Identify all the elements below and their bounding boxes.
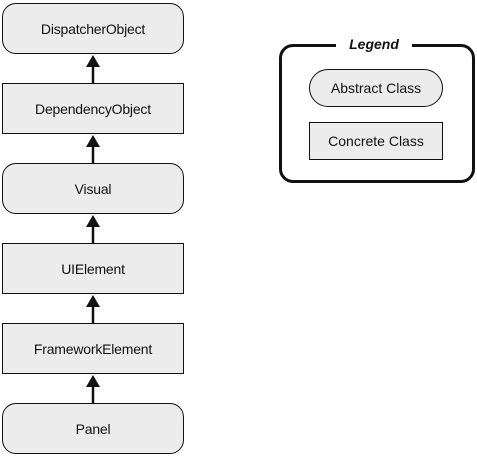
inheritance-arrow [86,135,100,163]
inheritance-arrow [86,55,100,83]
node-label: FrameworkElement [33,340,153,357]
legend-box [279,44,475,183]
legend-abstract-label: Abstract Class [330,80,422,96]
node-label: Panel [75,420,111,437]
node-uielement: UIElement [2,243,184,294]
node-visual: Visual [2,163,184,214]
legend-concrete-class: Concrete Class [309,122,443,160]
node-label: UIElement [61,260,125,277]
legend-title: Legend [336,33,412,55]
node-frameworkelement: FrameworkElement [2,323,184,374]
legend-concrete-label: Concrete Class [328,133,424,149]
inheritance-arrow [86,375,100,403]
node-panel: Panel [2,403,184,454]
inheritance-arrow [86,215,100,243]
node-label: Visual [74,180,112,197]
node-label: DispatcherObject [40,20,146,37]
node-dependencyobject: DependencyObject [2,83,184,134]
inheritance-arrow [86,295,100,323]
node-label: DependencyObject [35,100,151,117]
legend-abstract-class: Abstract Class [309,69,443,107]
node-dispatcherobject: DispatcherObject [2,3,184,54]
